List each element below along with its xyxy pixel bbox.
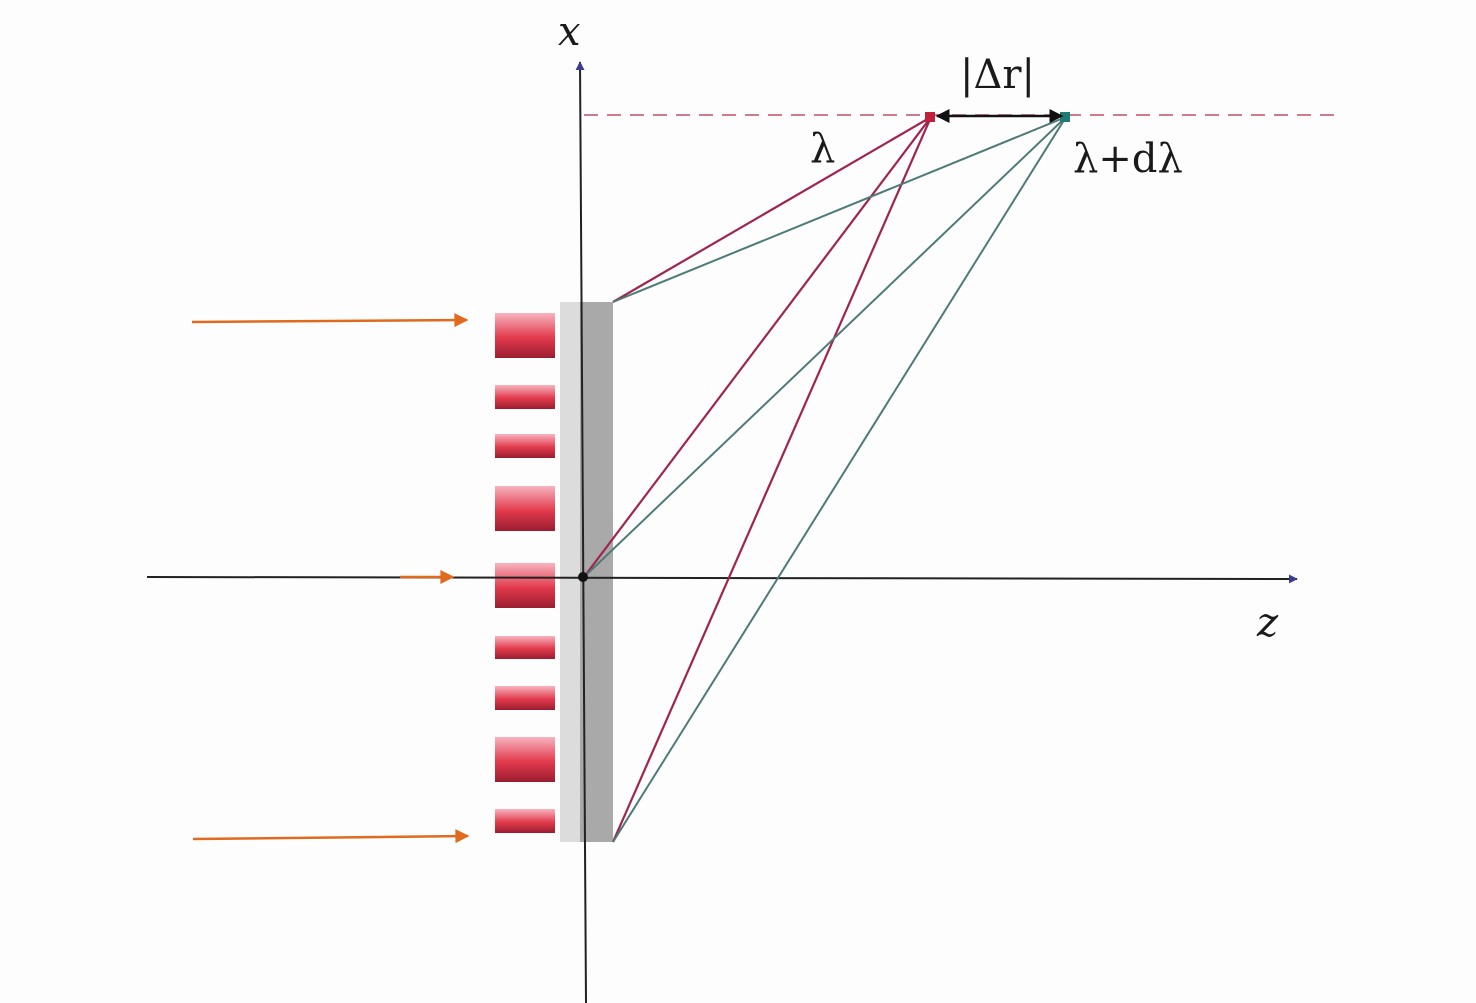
origin-point: [578, 572, 588, 582]
zone-ring: [495, 636, 555, 659]
delta-r-label: |Δr|: [960, 52, 1035, 98]
lambda-label: λ: [810, 126, 835, 172]
plate-substrate-dark: [580, 302, 613, 842]
x-axis-label: x: [558, 9, 581, 55]
z-axis-label: z: [1256, 600, 1279, 646]
focus-point-teal: [1060, 112, 1070, 122]
zone-ring: [495, 486, 555, 531]
teal-ray: [612, 116, 1067, 843]
zone-ring: [495, 313, 555, 358]
zone-ring: [495, 737, 555, 782]
teal-ray: [612, 116, 1067, 303]
zone-ring: [495, 434, 555, 458]
red-ray: [611, 116, 933, 843]
zone-ring: [495, 686, 555, 710]
teal-ray: [583, 116, 1067, 578]
zone-ring: [495, 385, 555, 409]
incoming-beam-bottom: [192, 829, 470, 844]
z-axis: [146, 574, 1298, 584]
lambda-plus-dlambda-label: λ+dλ: [1073, 136, 1183, 182]
focus-point-red: [925, 112, 935, 122]
red-ray: [583, 116, 932, 578]
red-ray: [612, 116, 932, 303]
plate-substrate-light: [560, 302, 580, 842]
zone-ring: [495, 809, 555, 833]
x-axis: [575, 61, 587, 1003]
incoming-beam-top: [191, 313, 469, 328]
zone-ring: [495, 563, 555, 608]
